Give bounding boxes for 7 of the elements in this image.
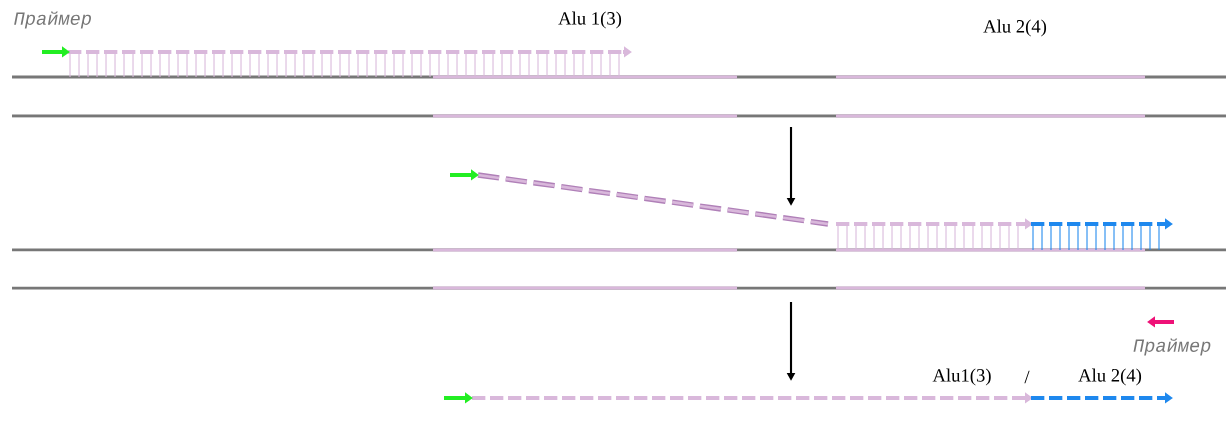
primer-label: Праймер	[14, 11, 91, 29]
separator-mark: /	[1024, 370, 1030, 384]
region-label: Alu 2(4)	[1078, 368, 1142, 386]
primer-label: Праймер	[1133, 338, 1211, 356]
region-label: Alu1(3)	[932, 368, 991, 386]
region-label: Alu 2(4)	[983, 19, 1047, 37]
region-label: Alu 1(3)	[558, 11, 622, 29]
